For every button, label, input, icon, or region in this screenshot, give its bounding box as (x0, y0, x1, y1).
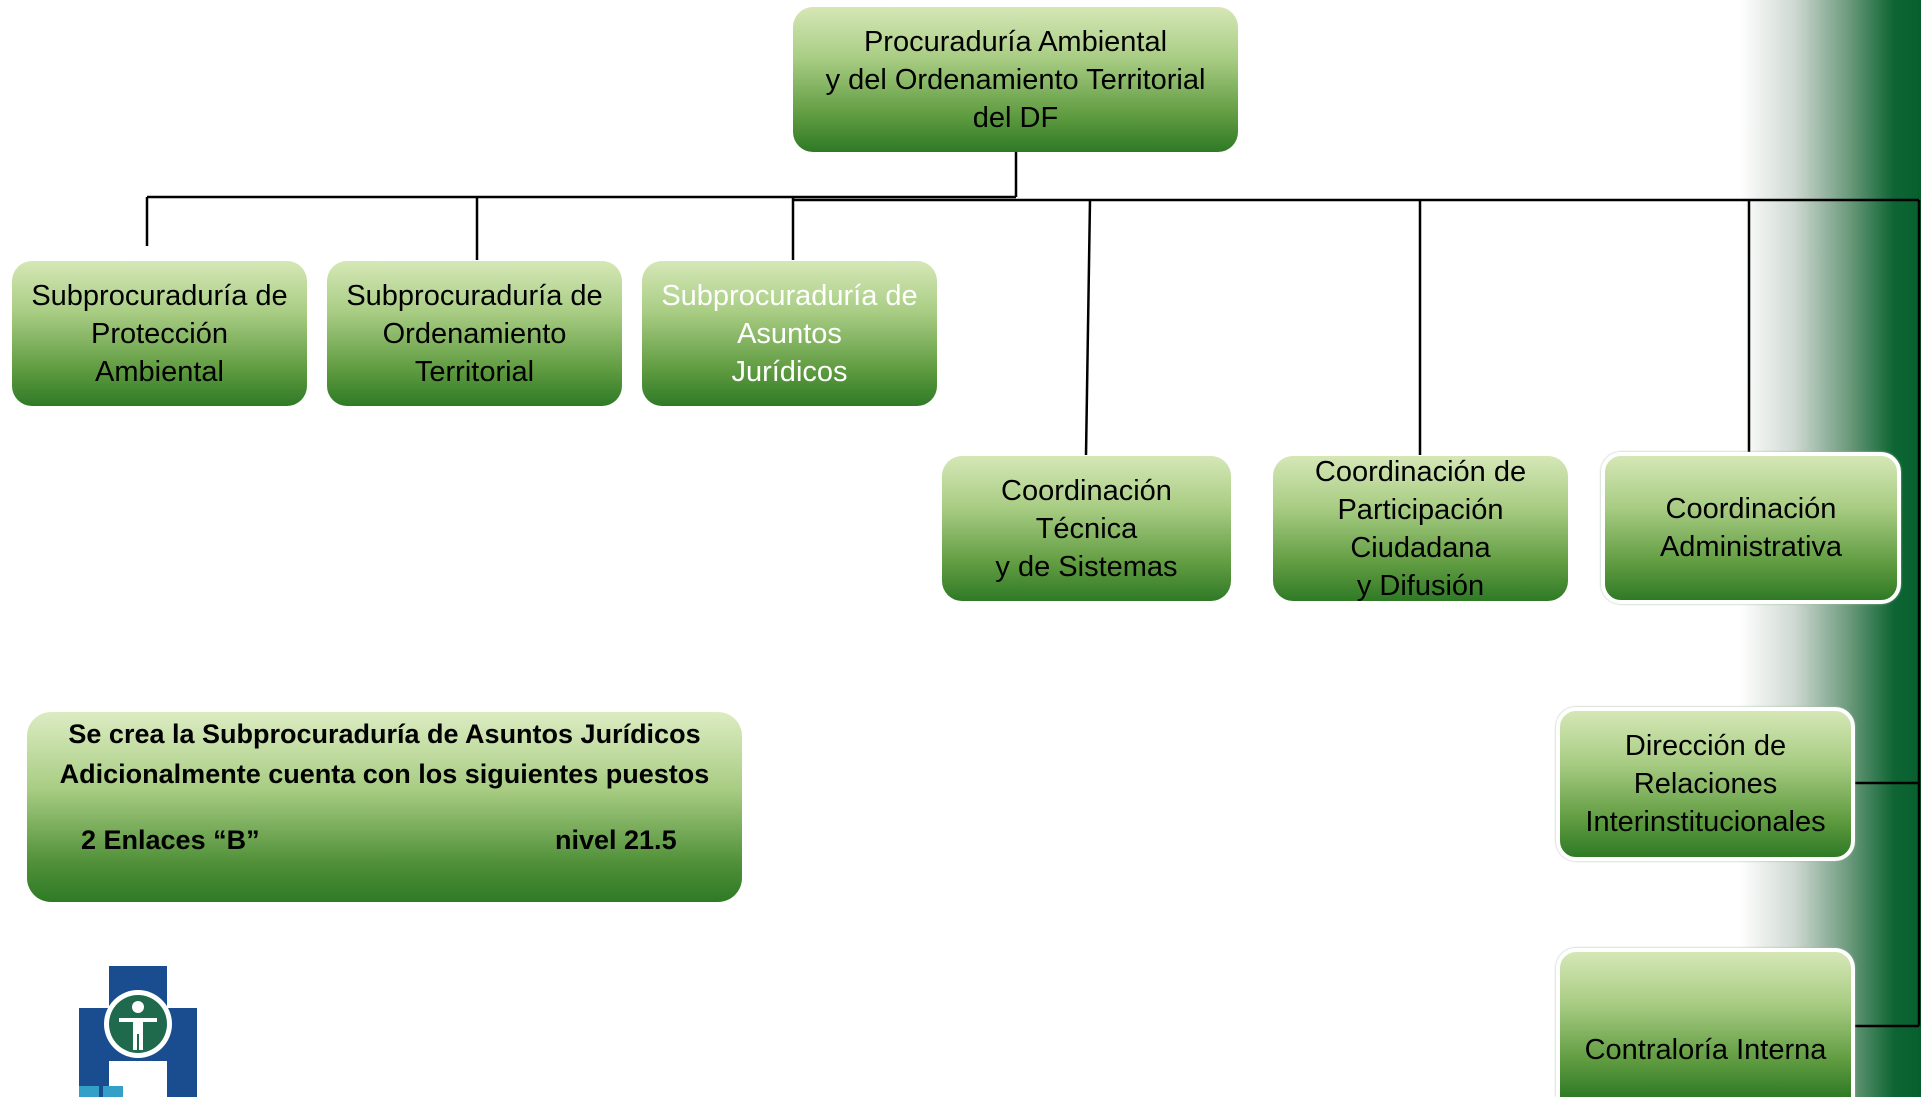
coordinacion-participacion-label: Coordinación de Participación Ciudadana … (1314, 455, 1527, 602)
coordinacion-administrativa-box: Coordinación Administrativa (1601, 452, 1901, 604)
contraloria-interna-label: Contraloría Interna (1584, 1034, 1827, 1066)
human-figure-logo-icon (79, 966, 197, 1097)
subprocuraduria-ordenamiento-box: Subprocuraduría de Ordenamiento Territor… (327, 261, 622, 406)
coordinacion-participacion-box: Coordinación de Participación Ciudadana … (1273, 456, 1568, 602)
subprocuraduria-juridicos-label: Subprocuraduría de Asuntos Jurídicos (661, 279, 918, 388)
note-line-1: Se crea la Subprocuraduría de Asuntos Ju… (68, 719, 701, 749)
direccion-relaciones-label: Dirección de Relaciones Interinstitucion… (1585, 730, 1826, 838)
contraloria-interna-box: Contraloría Interna (1556, 948, 1855, 1097)
subprocuraduria-proteccion-box: Subprocuraduría de Protección Ambiental (12, 261, 307, 406)
subprocuraduria-juridicos-box: Subprocuraduría de Asuntos Jurídicos (642, 261, 937, 406)
coordinacion-tecnica-label: Coordinación Técnica y de Sistemas (995, 474, 1178, 583)
root-procuraduria-box: Procuraduría Ambiental y del Ordenamient… (793, 7, 1238, 152)
note-nivel: nivel 21.5 (555, 825, 677, 855)
coordinacion-tecnica-box: Coordinación Técnica y de Sistemas (942, 456, 1231, 601)
note-line-2: Adicionalmente cuenta con los siguientes… (59, 759, 710, 789)
root-title: Procuraduría Ambiental y del Ordenamient… (825, 25, 1206, 134)
coordinacion-administrativa-label: Coordinación Administrativa (1659, 493, 1843, 563)
subprocuraduria-proteccion-label: Subprocuraduría de Protección Ambiental (31, 279, 288, 388)
note-enlaces: 2 Enlaces “B” (81, 825, 260, 855)
subprocuraduria-ordenamiento-label: Subprocuraduría de Ordenamiento Territor… (346, 279, 603, 388)
change-note-box: Se crea la Subprocuraduría de Asuntos Ju… (27, 712, 742, 902)
direccion-relaciones-box: Dirección de Relaciones Interinstitucion… (1556, 707, 1855, 861)
